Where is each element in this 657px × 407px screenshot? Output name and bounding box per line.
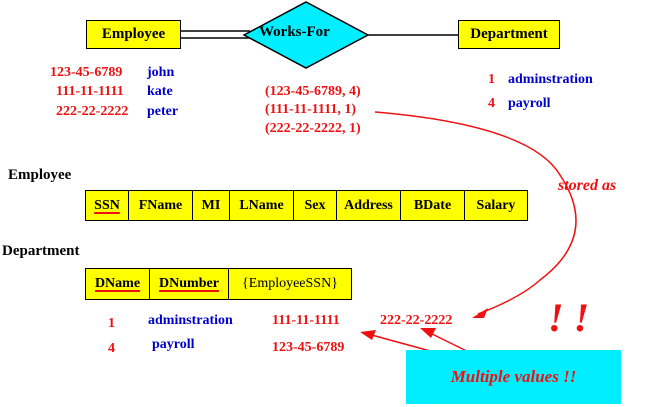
dept-row-ssn: 222-22-2222: [380, 313, 453, 328]
column-header: FName: [129, 191, 193, 220]
multiple-values-callout: Multiple values !!: [406, 350, 621, 404]
employee-ssn: 123-45-6789: [50, 65, 123, 80]
dept-row-name: adminstration: [148, 313, 233, 328]
column-header: DNumber: [150, 269, 229, 299]
employee-table: SSN FName MI LName Sex Address BDate Sal…: [85, 190, 528, 221]
relationship-label: Works-For: [259, 24, 330, 40]
column-header: DName: [86, 269, 150, 299]
column-header: SSN: [86, 191, 129, 220]
employee-ssn: 222-22-2222: [56, 104, 129, 119]
employee-name: john: [147, 65, 175, 80]
works-for-tuple: (123-45-6789, 4): [265, 84, 361, 99]
department-table-title: Department: [2, 243, 80, 259]
department-table: DName DNumber {EmployeeSSN}: [85, 268, 352, 300]
department-name: payroll: [508, 96, 551, 111]
dept-row-ssn: 111-11-1111: [272, 313, 340, 328]
department-entity: Department: [458, 20, 560, 49]
column-header: Sex: [294, 191, 337, 220]
column-header: MI: [193, 191, 230, 220]
column-header: Address: [337, 191, 401, 220]
column-header: {EmployeeSSN}: [242, 276, 338, 291]
column-header: BDate: [401, 191, 465, 220]
works-for-tuple: (222-22-2222, 1): [265, 121, 361, 136]
department-name: adminstration: [508, 72, 593, 87]
dept-row-number: 1: [108, 316, 115, 331]
employee-entity: Employee: [86, 20, 181, 49]
dept-row-number: 4: [108, 341, 115, 356]
stored-as-arrow: [374, 111, 577, 315]
department-number: 1: [488, 72, 495, 87]
employee-name: kate: [147, 84, 173, 99]
column-header: LName: [230, 191, 294, 220]
exclamation-marks: ! !: [548, 295, 590, 340]
employee-name: peter: [147, 104, 179, 119]
department-number: 4: [488, 96, 495, 111]
stored-as-label: stored as: [558, 177, 617, 194]
column-header: Salary: [476, 197, 516, 213]
employee-ssn: 111-11-1111: [56, 84, 124, 99]
works-for-tuple: (111-11-1111, 1): [265, 102, 357, 117]
employee-table-title: Employee: [8, 167, 72, 183]
dept-row-name: payroll: [152, 337, 195, 352]
relationship-diamond: [242, 1, 370, 69]
dept-row-ssn: 123-45-6789: [272, 340, 345, 355]
